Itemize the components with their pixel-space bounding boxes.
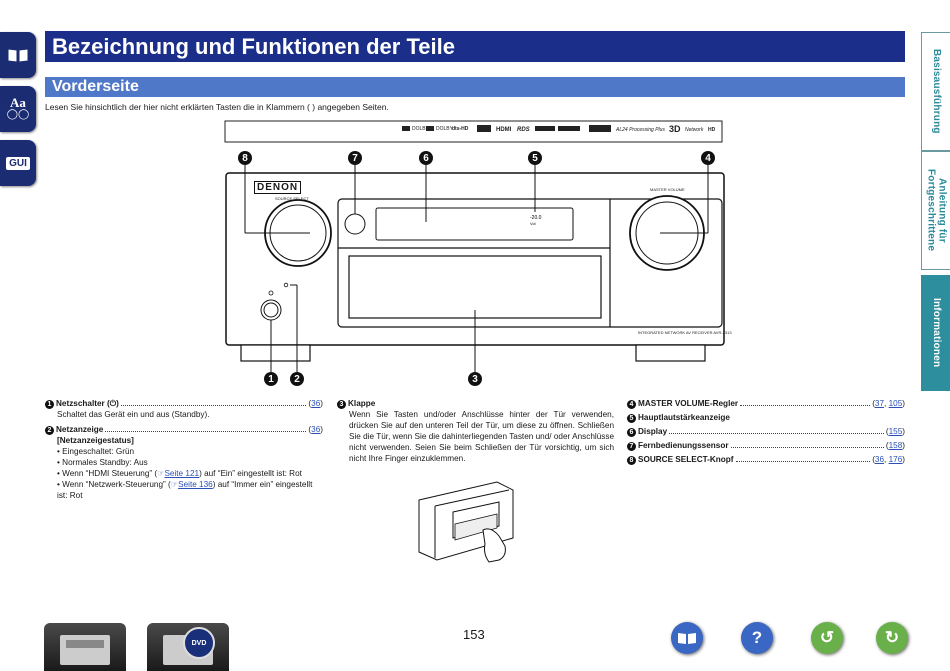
callout-7: 7 — [348, 151, 362, 165]
ref-link[interactable]: 36 — [311, 399, 321, 408]
logo-dts: dts-HD — [452, 126, 469, 132]
callout-6: 6 — [419, 151, 433, 165]
ref-link[interactable]: 176 — [888, 455, 903, 464]
book-icon[interactable] — [0, 32, 36, 78]
item-6: 6 Display (155) — [627, 426, 905, 437]
ref-link[interactable]: 155 — [888, 427, 903, 436]
callout-2: 2 — [290, 372, 304, 386]
ref-link[interactable]: 105 — [888, 399, 903, 408]
aa-icon[interactable]: Aa ◯◯ — [0, 86, 36, 132]
logo-hd: HD — [708, 127, 716, 133]
door-illustration — [413, 478, 523, 568]
item-1: 1 Netzschalter (⏻) (36) — [45, 398, 323, 409]
intro-text: Lesen Sie hinsichtlich der hier nicht er… — [45, 102, 389, 112]
column-2: 3 Klappe Wenn Sie Tasten und/oder Anschl… — [337, 398, 614, 464]
ref-link[interactable]: 158 — [888, 441, 903, 450]
svg-text:-20.0: -20.0 — [530, 215, 542, 221]
page-number: 153 — [463, 627, 485, 642]
gui-icon[interactable]: GUI — [0, 140, 36, 186]
column-3: 4 MASTER VOLUME-Regler (37, 105) 5 Haupt… — [627, 398, 905, 465]
column-1: 1 Netzschalter (⏻) (36) Schaltet das Ger… — [45, 398, 323, 501]
front-panel-diagram: DOLBY DOLBY dts-HD HDMI RDS AL24 Process… — [224, 120, 732, 372]
item-5: 5 Hauptlautstärkeanzeige — [627, 412, 905, 423]
section-title: Vorderseite — [45, 77, 905, 97]
item-8: 8 SOURCE SELECT-Knopf (36, 176) — [627, 454, 905, 465]
page-title: Bezeichnung und Funktionen der Teile — [45, 31, 905, 62]
item-7: 7 Fernbedienungssensor (158) — [627, 440, 905, 451]
back-icon[interactable]: ↺ — [811, 622, 843, 654]
logo-hdmi: HDMI — [496, 127, 512, 133]
callout-3: 3 — [468, 372, 482, 386]
thumbnail-dvd-icon[interactable]: DVD — [147, 623, 229, 671]
source-select-label: SOURCE SELECT — [275, 196, 309, 201]
logo-3d: 3D — [669, 124, 681, 134]
svg-text:Vol: Vol — [530, 221, 536, 226]
tab-anleitung-fortgeschrittene[interactable]: Anleitung für Fortgeschrittene — [921, 151, 950, 270]
logo-dolby-1: DOLBY — [412, 126, 430, 132]
brand-logo: DENON — [254, 181, 302, 194]
tab-basisausfuehrung[interactable]: Basisausführung — [921, 32, 950, 151]
item-4: 4 MASTER VOLUME-Regler (37, 105) — [627, 398, 905, 409]
ref-link[interactable]: 36 — [874, 455, 885, 464]
item-2: 2 Netzanzeige (36) — [45, 424, 323, 435]
logo-network: Network — [685, 127, 704, 133]
forward-icon[interactable]: ↻ — [876, 622, 908, 654]
logo-rds: RDS — [517, 127, 530, 133]
ref-link[interactable]: 37 — [874, 399, 885, 408]
page-link-121[interactable]: Seite 121 — [164, 469, 200, 478]
callout-8: 8 — [238, 151, 252, 165]
master-volume-label: MASTER VOLUME — [650, 187, 685, 192]
tab-informationen[interactable]: Informationen — [921, 275, 950, 391]
callout-4: 4 — [701, 151, 715, 165]
item-3: 3 Klappe — [337, 398, 614, 409]
callout-5: 5 — [528, 151, 542, 165]
page-link-136[interactable]: Seite 136 — [178, 480, 213, 489]
logo-dolby-2: DOLBY — [436, 126, 454, 132]
thumbnail-receiver-icon[interactable] — [44, 623, 126, 671]
book-icon[interactable] — [671, 622, 703, 654]
help-icon[interactable]: ? — [741, 622, 773, 654]
logo-al24: AL24 Processing Plus — [615, 127, 665, 133]
model-label: INTEGRATED NETWORK AV RECEIVER AVR-3313 — [638, 330, 732, 335]
ref-link[interactable]: 36 — [311, 425, 321, 434]
callout-1: 1 — [264, 372, 278, 386]
